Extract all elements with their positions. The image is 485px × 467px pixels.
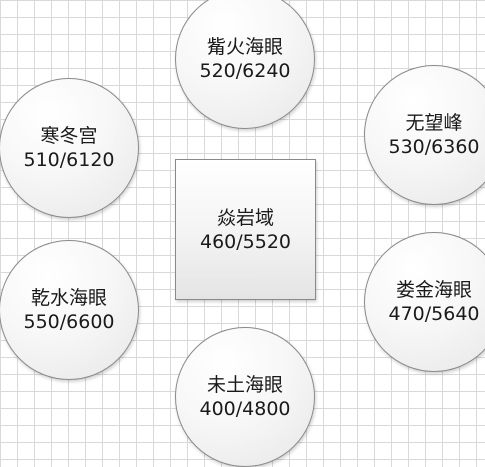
node-handonggong: 寒冬宫 510/6120 bbox=[0, 78, 139, 218]
node-value: 400/4800 bbox=[199, 398, 291, 420]
node-name: 焱岩域 bbox=[216, 206, 274, 229]
node-loujin-haiyan: 娄金海眼 470/5640 bbox=[364, 232, 485, 372]
node-name: 娄金海眼 bbox=[395, 279, 472, 301]
node-name: 乾水海眼 bbox=[30, 287, 107, 309]
node-name: 寒冬宫 bbox=[40, 125, 98, 147]
node-value: 460/5520 bbox=[199, 230, 292, 253]
node-name: 未土海眼 bbox=[206, 374, 283, 396]
center-node-yanyanyu: 焱岩域 460/5520 bbox=[175, 159, 316, 300]
node-value: 510/6120 bbox=[23, 149, 115, 171]
node-name: 无望峰 bbox=[405, 112, 463, 134]
node-qianshui-haiyan: 乾水海眼 550/6600 bbox=[0, 240, 139, 380]
node-value: 550/6600 bbox=[23, 311, 115, 333]
node-name: 觜火海眼 bbox=[206, 36, 283, 58]
node-zuihuo-haiyan: 觜火海眼 520/6240 bbox=[175, 0, 315, 129]
node-value: 470/5640 bbox=[388, 303, 480, 325]
node-value: 530/6360 bbox=[388, 136, 480, 158]
node-wuwangfeng: 无望峰 530/6360 bbox=[364, 65, 485, 205]
node-value: 520/6240 bbox=[199, 60, 291, 82]
node-weitu-haiyan: 未土海眼 400/4800 bbox=[175, 327, 315, 467]
